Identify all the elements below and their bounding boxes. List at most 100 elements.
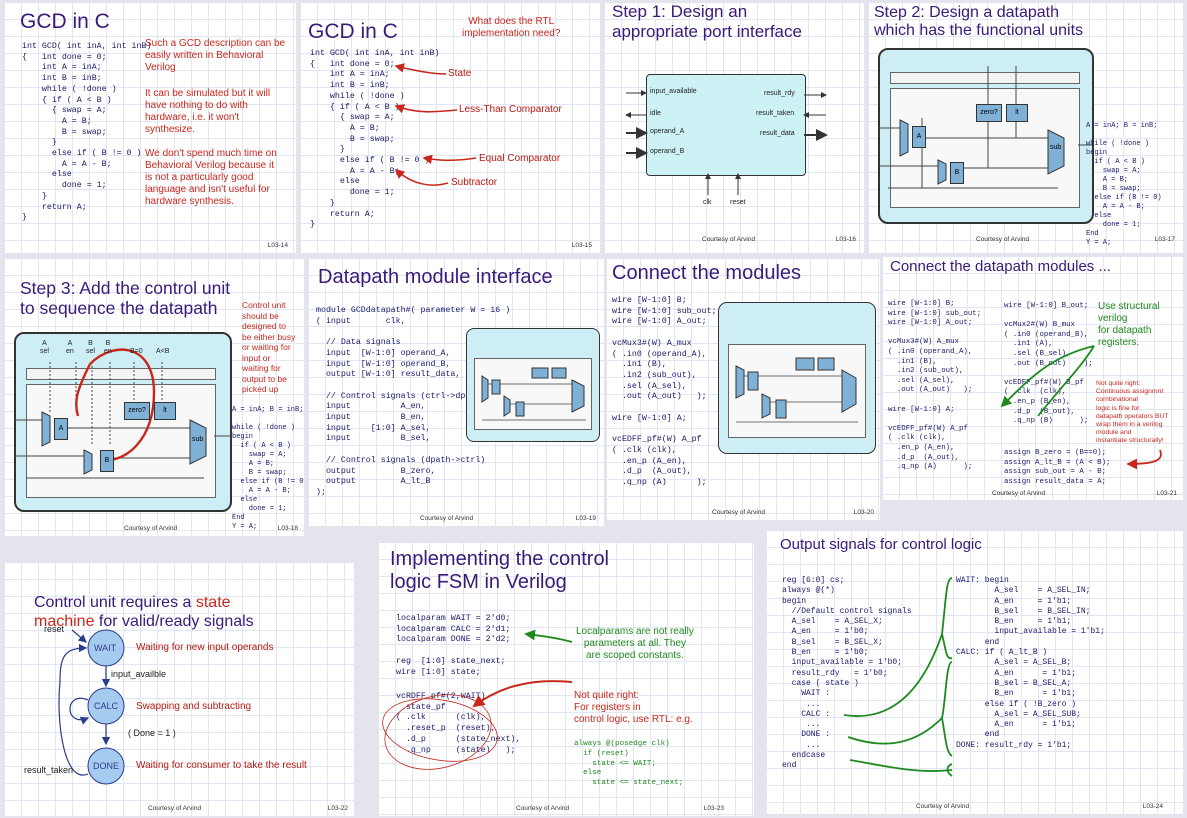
bracket-connectors	[843, 577, 953, 777]
thumbnail-wires	[481, 367, 586, 421]
connect-modules-code: wire [W-1:0] B; wire [W-1:0] sub_out; wi…	[612, 296, 717, 487]
state-wait: WAIT	[94, 643, 117, 653]
courtesy: Courtesy of Arvind	[124, 525, 178, 532]
datapath-thumbnail	[466, 328, 602, 444]
control-code-left: reg [6:0] cs; always @(*) begin //Defaul…	[782, 576, 912, 771]
zero-block: zero?	[124, 402, 150, 420]
label-subtractor: Subtractor	[451, 177, 498, 188]
transition-taken: result_taken	[24, 765, 74, 775]
port-reset: reset	[730, 199, 746, 206]
rtl-code: always @(posedge clk) if (reset) state <…	[574, 740, 684, 788]
desc-calc: Swapping and subtracting	[136, 701, 252, 712]
slide-number: L03-24	[1142, 803, 1163, 810]
slide-title: Step 2: Design a datapath which has the …	[874, 4, 1084, 40]
zero-block: zero?	[976, 104, 1002, 122]
courtesy: Courtesy of Arvind	[148, 805, 202, 812]
slide-title: GCD in C	[308, 20, 398, 43]
signal-a-lt-b: A<B	[156, 348, 170, 355]
datapath-control-diagram: A sel A en B sel B en B=0 A<B A B zero? …	[14, 332, 232, 512]
state-diagram	[58, 629, 125, 785]
state-done: DONE	[93, 761, 120, 771]
lt-block: lt	[1006, 104, 1028, 122]
signal-b-label: B	[105, 340, 111, 347]
note-behavioral: Such a GCD description can be easily wri…	[145, 38, 286, 73]
port-idle: idle	[650, 110, 661, 117]
label-equal: Equal Comparator	[479, 153, 561, 164]
datapath-code-left: wire [W-1:0] B; wire [W-1:0] sub_out; wi…	[888, 300, 982, 472]
datapath-wires	[878, 66, 1092, 189]
slide-l03-20: Connect the modules wire [W-1:0] B; wire…	[606, 258, 880, 520]
slide-title: Step 1: Design an appropriate port inter…	[612, 2, 802, 41]
signal-b-zero: B=0	[130, 348, 143, 355]
sub-block: sub	[192, 436, 204, 443]
register-a: A	[54, 418, 68, 440]
slide-l03-16: Step 1: Design an appropriate port inter…	[604, 2, 864, 253]
signal-en-label: en	[66, 348, 74, 355]
port-result-rdy: result_rdy	[764, 90, 795, 97]
note-simulated: It can be simulated but it will have not…	[145, 88, 271, 135]
thumbnail-wires	[735, 357, 858, 423]
port-operand-a: operand_A	[650, 128, 685, 135]
slide-number: L03-22	[327, 805, 348, 812]
structural-note: Use structural verilog for datapath regi…	[1098, 301, 1160, 348]
slide-l03-14: GCD in C int GCD( int inA, int inB) { in…	[4, 2, 296, 253]
annotation-arrows	[1000, 345, 1162, 470]
courtesy: Courtesy of Arvind	[702, 236, 756, 243]
title-part3: for valid/ready signals	[94, 612, 254, 630]
transition-reset: reset	[44, 624, 65, 634]
courtesy: Courtesy of Arvind	[516, 805, 570, 812]
title-part1: Control unit requires a	[34, 594, 196, 612]
signal-b-sel: B sel	[86, 340, 95, 356]
slide-l03-22: Control unit requires a state machine fo…	[4, 562, 354, 816]
signal-a-en: A en	[66, 340, 74, 356]
port-clk: clk	[703, 199, 712, 206]
slide-number: L03-23	[703, 805, 724, 812]
slide-title: Connect the datapath modules ...	[890, 258, 1111, 275]
slide-title: Output signals for control logic	[780, 536, 982, 553]
annotation-arrows	[394, 63, 477, 186]
slide-l03-17: Step 2: Design a datapath which has the …	[868, 2, 1183, 253]
slide-title: Implementing the control logic FSM in Ve…	[390, 548, 610, 593]
continuous-assign-note: Not quite right: Continuous assignmnt co…	[1096, 380, 1169, 445]
slide-title: GCD in C	[20, 10, 110, 33]
slide-number: L03-16	[835, 236, 856, 243]
slide-l03-15: GCD in C What does the RTL implementatio…	[300, 2, 600, 253]
datapath-thumbnail	[718, 302, 878, 458]
localparam-note: Localparams are not really parameters at…	[576, 626, 694, 661]
transition-input: input_availble	[111, 669, 167, 679]
slide-l03-19: Datapath module interface module GCDdata…	[308, 258, 604, 526]
slide-l03-21: Connect the datapath modules ... wire [W…	[882, 256, 1183, 500]
slide-l03-23: Implementing the control logic FSM in Ve…	[378, 542, 754, 816]
signal-en-label: en	[104, 348, 112, 355]
signal-sel-label: sel	[40, 348, 49, 355]
courtesy: Courtesy of Arvind	[916, 803, 970, 810]
label-less-than: Less-Than Comparator	[459, 104, 562, 115]
register-b: B	[950, 162, 964, 184]
rtl-question: What does the RTL implementation need?	[462, 16, 561, 39]
slide-number: L03-17	[1154, 236, 1175, 243]
title-highlight: state machine	[34, 594, 231, 630]
datapath-module-code: module GCDdatapath#( parameter W = 16 ) …	[316, 306, 511, 497]
gcd-c-code: int GCD( int inA, int inB) { int done = …	[22, 42, 152, 223]
slide-number: L03-19	[575, 515, 596, 522]
behavioral-code: A = inA; B = inB; while ( !done ) begin …	[1086, 122, 1162, 247]
courtesy: Courtesy of Arvind	[992, 490, 1046, 497]
lt-block: lt	[154, 402, 176, 420]
signal-sel-label: sel	[86, 348, 95, 355]
control-wires	[14, 348, 232, 479]
control-code-right: WAIT: begin A_sel = A_SEL_IN; A_en = 1'b…	[956, 576, 1105, 750]
slide-number: L03-14	[267, 242, 288, 249]
port-operand-b: operand_B	[650, 148, 685, 155]
desc-done: Waiting for consumer to take the result	[136, 760, 307, 771]
port-result-data: result_data	[760, 130, 795, 137]
courtesy: Courtesy of Arvind	[976, 236, 1030, 243]
assign-code: assign B_zero = (B==0); assign A_lt_B = …	[1004, 449, 1111, 486]
slide-number: L03-21	[1156, 490, 1177, 497]
slide-title: Step 3: Add the control unit to sequence…	[20, 278, 231, 319]
state-calc: CALC	[94, 701, 119, 711]
port-interface-box	[646, 74, 806, 176]
courtesy: Courtesy of Arvind	[420, 515, 474, 522]
slide-l03-18: Step 3: Add the control unit to sequence…	[4, 258, 304, 536]
localparam-code: localparam WAIT = 2'd0; localparam CALC …	[396, 614, 511, 677]
register-b: B	[100, 450, 114, 472]
